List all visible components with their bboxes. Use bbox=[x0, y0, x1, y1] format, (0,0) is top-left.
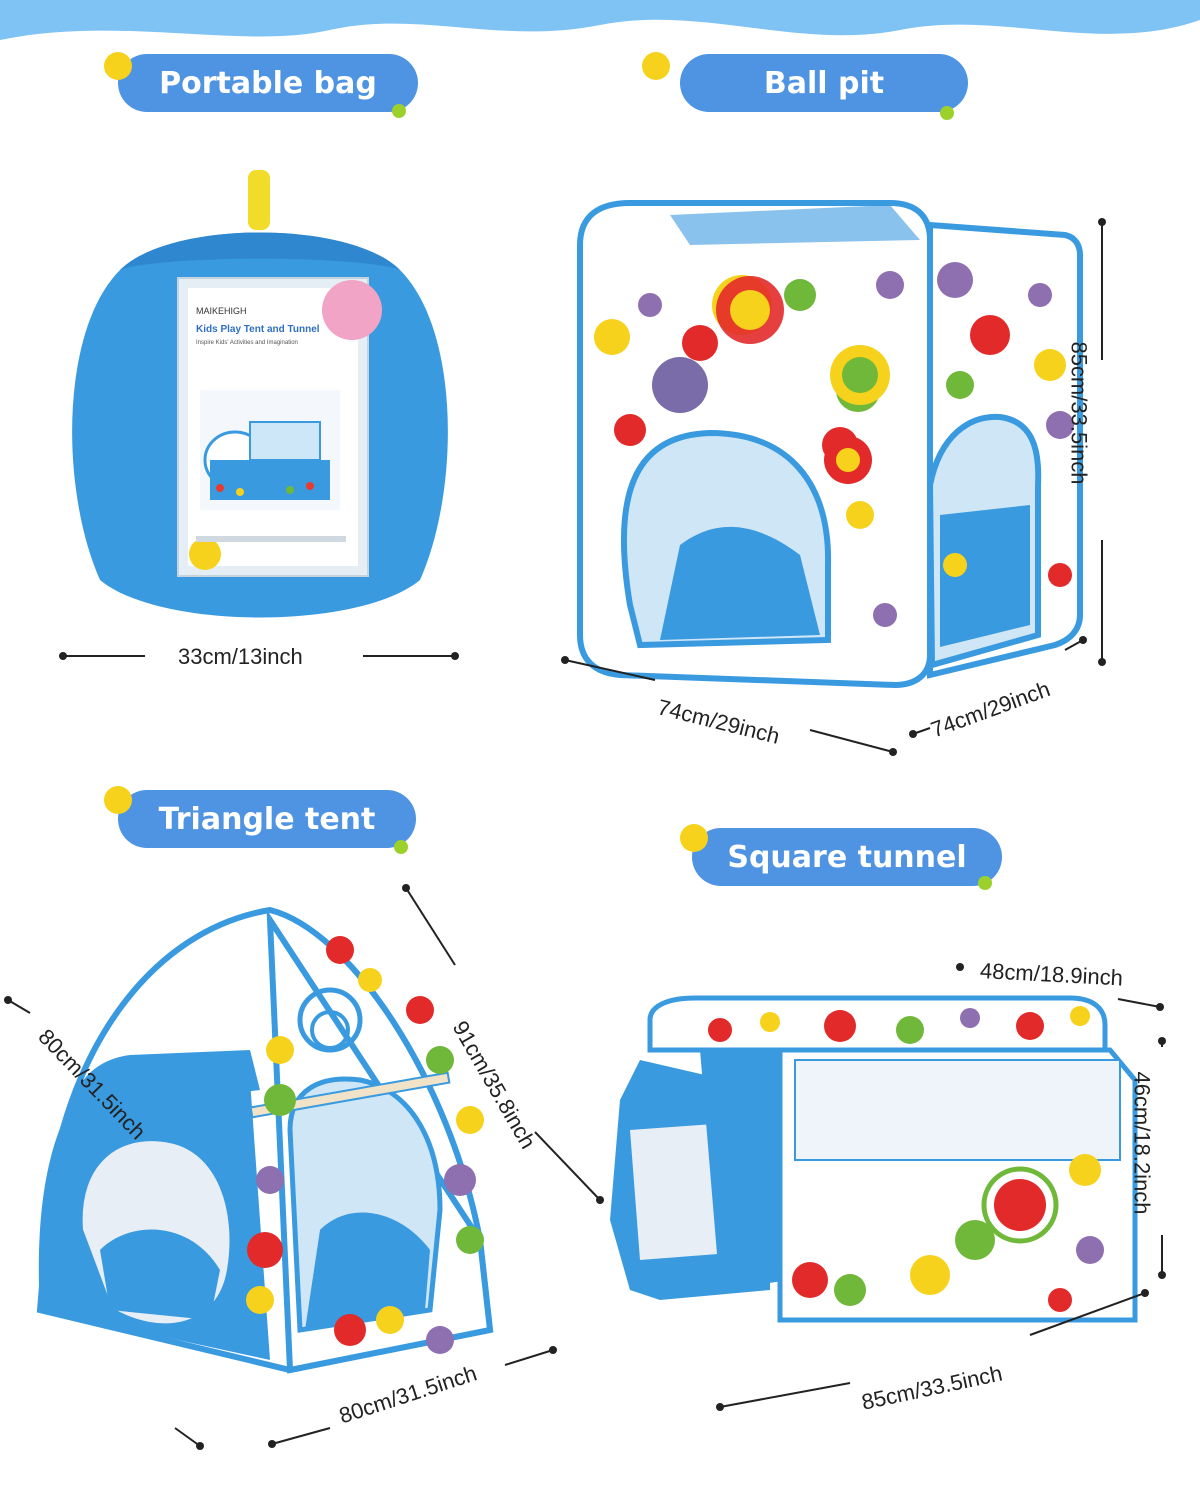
portable-bag-image: MAIKEHIGH Kids Play Tent and Tunnel Insp… bbox=[72, 170, 448, 618]
bag-card-brand: MAIKEHIGH bbox=[196, 306, 247, 316]
portable-bag-width-line bbox=[59, 652, 459, 660]
ball-pit-height-label: 85cm/33.5inch bbox=[1066, 341, 1092, 485]
bag-card-tagline: Inspire Kids' Activities and Imagination bbox=[196, 340, 298, 346]
ball-pit-label: Ball pit bbox=[680, 54, 968, 112]
square-tunnel-label: Square tunnel bbox=[692, 828, 1002, 886]
triangle-tent-dimension-lines bbox=[4, 884, 604, 1450]
square-tunnel-dimension-lines bbox=[716, 963, 1166, 1411]
ball-pit-image bbox=[577, 200, 1083, 689]
bag-card-product: Kids Play Tent and Tunnel bbox=[196, 324, 320, 335]
triangle-tent-label: Triangle tent bbox=[118, 790, 416, 848]
sun-decoration bbox=[716, 276, 784, 344]
yellow-dot-icon bbox=[642, 52, 670, 80]
square-tunnel-height-label: 46cm/18.2inch bbox=[1129, 1071, 1155, 1215]
square-tunnel-image bbox=[610, 995, 1138, 1323]
green-dot-icon bbox=[940, 106, 954, 120]
triangle-tent-image bbox=[36, 906, 494, 1374]
yellow-dot-icon bbox=[104, 786, 132, 814]
ball-pit-dimension-lines bbox=[561, 218, 1106, 756]
green-dot-icon bbox=[394, 840, 408, 854]
yellow-dot-icon bbox=[104, 52, 132, 80]
portable-bag-label: Portable bag bbox=[118, 54, 418, 112]
yellow-dot-icon bbox=[680, 824, 708, 852]
green-dot-icon bbox=[392, 104, 406, 118]
green-dot-icon bbox=[978, 876, 992, 890]
portable-bag-width-label: 33cm/13inch bbox=[178, 644, 303, 669]
top-wave-decoration bbox=[0, 0, 1200, 40]
